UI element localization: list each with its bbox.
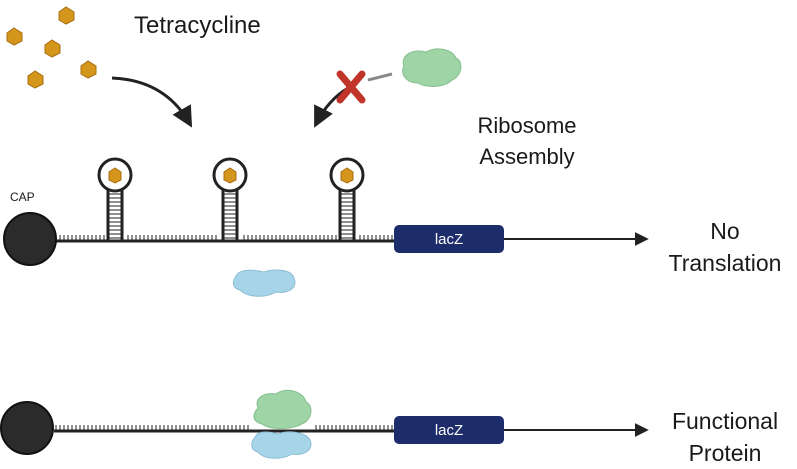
ribosome-assembly-label: Ribosome Assembly xyxy=(477,113,577,169)
tetracycline-label: Tetracycline xyxy=(134,12,261,39)
mrna-bottom: lacZ xyxy=(0,389,649,459)
tetracycline-hexagon-icon xyxy=(80,60,97,79)
tetracycline-hexagon-icon xyxy=(6,27,23,46)
cap-icon xyxy=(0,401,54,455)
ribosome-small-subunit-icon xyxy=(232,269,296,297)
lacz-box-bottom xyxy=(394,416,504,444)
hairpin-icon xyxy=(97,157,133,241)
hairpin-icon xyxy=(212,157,248,241)
outcome-label-bottom: Functional Protein xyxy=(671,408,779,466)
tetracycline-hexagon-icon xyxy=(27,70,44,89)
tetracycline-hexagon-icon xyxy=(108,167,122,184)
mrna-top: lacZ xyxy=(3,157,649,297)
tetracycline-hexagon-icon xyxy=(223,167,237,184)
lacz-label-bottom: lacZ xyxy=(435,422,463,439)
tetracycline-molecules xyxy=(6,6,97,89)
ribosome-large-subunit-icon xyxy=(402,48,462,87)
tetracycline-hexagon-icon xyxy=(340,167,354,184)
ribosome-small-subunit-icon xyxy=(251,431,312,459)
ribosome-large-subunit-icon xyxy=(253,389,312,429)
cap-icon xyxy=(3,212,57,266)
lacz-box-top xyxy=(394,225,504,253)
cap-label: CAP xyxy=(10,190,35,204)
block-x-icon xyxy=(336,70,366,104)
mrna-ticks-bottom xyxy=(55,425,393,431)
hairpin-icon xyxy=(329,157,365,241)
tetracycline-hexagon-icon xyxy=(44,39,61,58)
tetracycline-hexagon-icon xyxy=(58,6,75,25)
tetracycline-arrow xyxy=(111,76,193,128)
ribosome-arrow-tail xyxy=(367,72,393,82)
lacz-label-top: lacZ xyxy=(435,231,463,248)
outcome-label-top: No Translation xyxy=(668,218,782,276)
